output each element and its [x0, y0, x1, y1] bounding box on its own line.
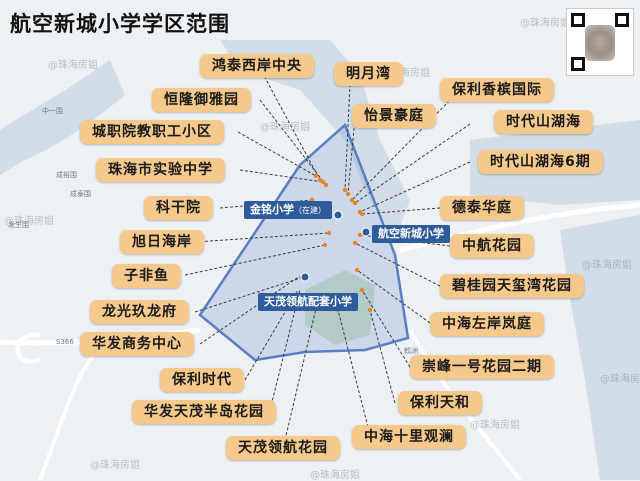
community-tag: 怡景豪庭	[352, 104, 436, 128]
map-label-hezhou: 鹤洲	[404, 347, 418, 355]
page-title: 航空新城小学学区范围	[10, 12, 230, 36]
map-label-chengyu: 成裕围	[56, 171, 77, 179]
community-tag: 时代山湖海6期	[478, 150, 603, 174]
community-tag: 城职院教职工小区	[80, 120, 224, 144]
watermark: @珠海房姐	[380, 68, 430, 79]
community-tag: 时代山湖海	[494, 110, 593, 134]
watermark: @珠海房姐	[260, 122, 310, 133]
watermark: @珠海房姐	[4, 216, 54, 227]
map-label-s366: S366	[56, 338, 74, 346]
community-tag: 科干院	[144, 196, 213, 220]
map-label-fasheng: 发生围	[8, 221, 29, 229]
qr-code	[566, 8, 634, 76]
school-label-tianmao: 天茂领航配套小学	[258, 293, 358, 311]
community-tag: 明月湾	[334, 62, 403, 86]
watermark: @珠海房姐	[48, 60, 98, 71]
school-marker-hangkong	[361, 227, 371, 237]
road-interchange	[15, 332, 41, 364]
community-tag: 子非鱼	[112, 264, 181, 288]
community-tag: 华发商务中心	[80, 332, 194, 356]
watermark: @珠海房姐	[310, 470, 360, 481]
community-tag: 碧桂园天玺湾花园	[440, 274, 584, 298]
school-marker-jinming	[333, 210, 343, 220]
community-tag: 保利天和	[398, 391, 482, 415]
community-tag: 珠海市实验中学	[96, 158, 225, 182]
watermark: @珠海房姐	[600, 374, 640, 385]
river-north	[220, 40, 410, 240]
community-tag: 保利香槟国际	[440, 78, 554, 102]
community-tag: 崇峰一号花园二期	[410, 355, 554, 379]
community-tag: 中海十里观澜	[352, 425, 466, 449]
community-tag: 保利时代	[160, 368, 244, 392]
community-tag: 中航花园	[450, 234, 534, 258]
community-tag: 恒隆御雅园	[152, 88, 251, 112]
watermark: @珠海房姐	[90, 460, 140, 471]
road-east	[399, 202, 640, 253]
school-label-jinming: 金铭小学（在建）	[244, 201, 332, 219]
watermark: @珠海房姐	[520, 18, 570, 29]
community-tag: 华发天茂半岛花园	[132, 400, 276, 424]
community-tag: 鸿泰西岸中央	[200, 54, 314, 78]
community-tag: 旭日海岸	[120, 230, 204, 254]
community-tag: 天茂领航花园	[226, 436, 340, 460]
community-tag: 德泰华庭	[440, 196, 524, 220]
watermark: @珠海房姐	[470, 420, 520, 431]
community-dots	[304, 173, 373, 313]
school-marker-tianmao	[300, 272, 310, 282]
school-label-hangkong: 航空新城小学	[372, 225, 450, 243]
river-west	[0, 60, 125, 175]
road-south	[408, 329, 522, 480]
map-label-chengtai: 成泰围	[70, 190, 91, 198]
community-tag: 中海左岸岚庭	[430, 312, 544, 336]
map-label-zhongyi: 中一围	[42, 107, 63, 115]
community-tag: 龙光玖龙府	[90, 300, 189, 324]
watermark: @珠海房姐	[582, 260, 632, 271]
